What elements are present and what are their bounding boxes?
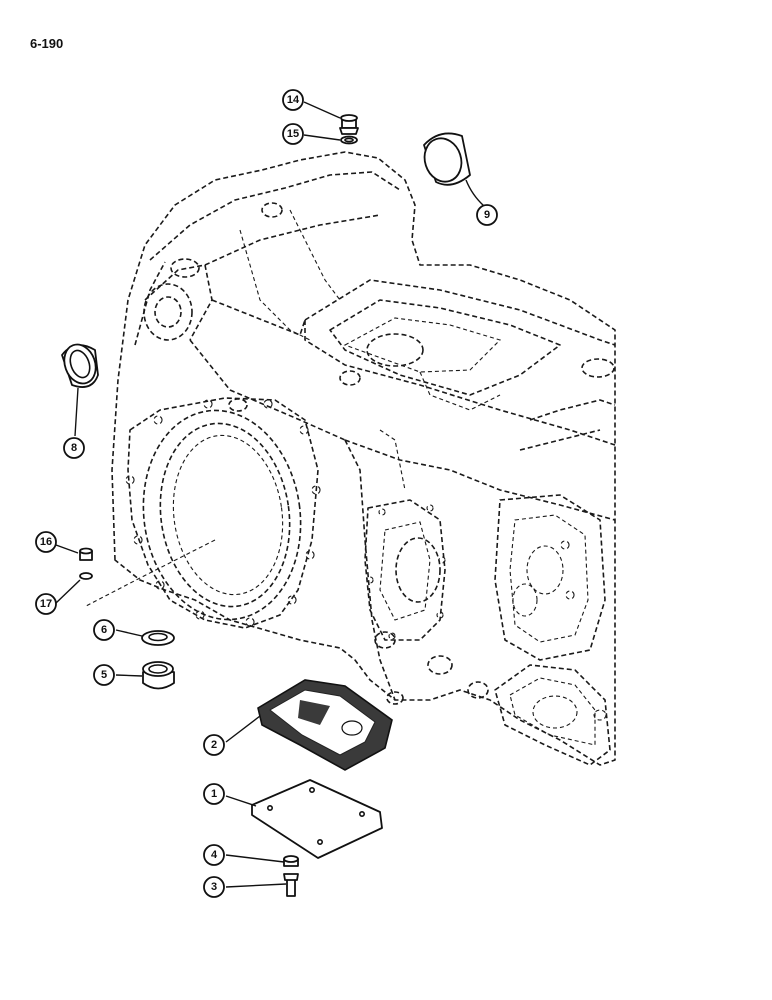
washer-part-4: [283, 855, 299, 867]
callout-6: 6: [93, 619, 115, 641]
svg-text:4: 4: [211, 849, 218, 861]
svg-text:3: 3: [211, 881, 217, 893]
callout-15: 15: [282, 123, 304, 145]
plug-part-5: [142, 661, 175, 690]
callout-1: 1: [203, 783, 225, 805]
transmission-housing: [85, 151, 616, 766]
washer-part-15: [340, 135, 358, 145]
svg-text:16: 16: [40, 536, 52, 548]
seal-part-6: [141, 630, 175, 646]
svg-text:2: 2: [211, 739, 217, 751]
svg-text:5: 5: [101, 669, 107, 681]
washer-part-17: [79, 572, 93, 580]
plug-part-14: [339, 114, 359, 135]
bolt-part-16: [79, 547, 93, 561]
leader-lines: [55, 101, 485, 888]
svg-text:9: 9: [484, 209, 490, 221]
cover-plate-part-1: [251, 779, 383, 859]
gasket-part-2: [257, 679, 393, 771]
svg-text:14: 14: [287, 94, 300, 106]
callout-2: 2: [203, 734, 225, 756]
callout-16: 16: [35, 531, 57, 553]
callout-4: 4: [203, 844, 225, 866]
callout-17: 17: [35, 593, 57, 615]
callout-5: 5: [93, 664, 115, 686]
svg-text:17: 17: [40, 598, 52, 610]
callout-14: 14: [282, 89, 304, 111]
svg-text:15: 15: [287, 128, 299, 140]
svg-text:6: 6: [101, 624, 107, 636]
bolt-part-3: [283, 873, 299, 897]
page-code: 6-190: [30, 36, 64, 51]
callout-9: 9: [476, 204, 498, 226]
svg-text:1: 1: [211, 788, 217, 800]
callout-8: 8: [63, 437, 85, 459]
cap-part-9: [423, 132, 471, 186]
seal-ring-part-8: [61, 343, 99, 388]
svg-text:8: 8: [71, 442, 77, 454]
callout-3: 3: [203, 876, 225, 898]
